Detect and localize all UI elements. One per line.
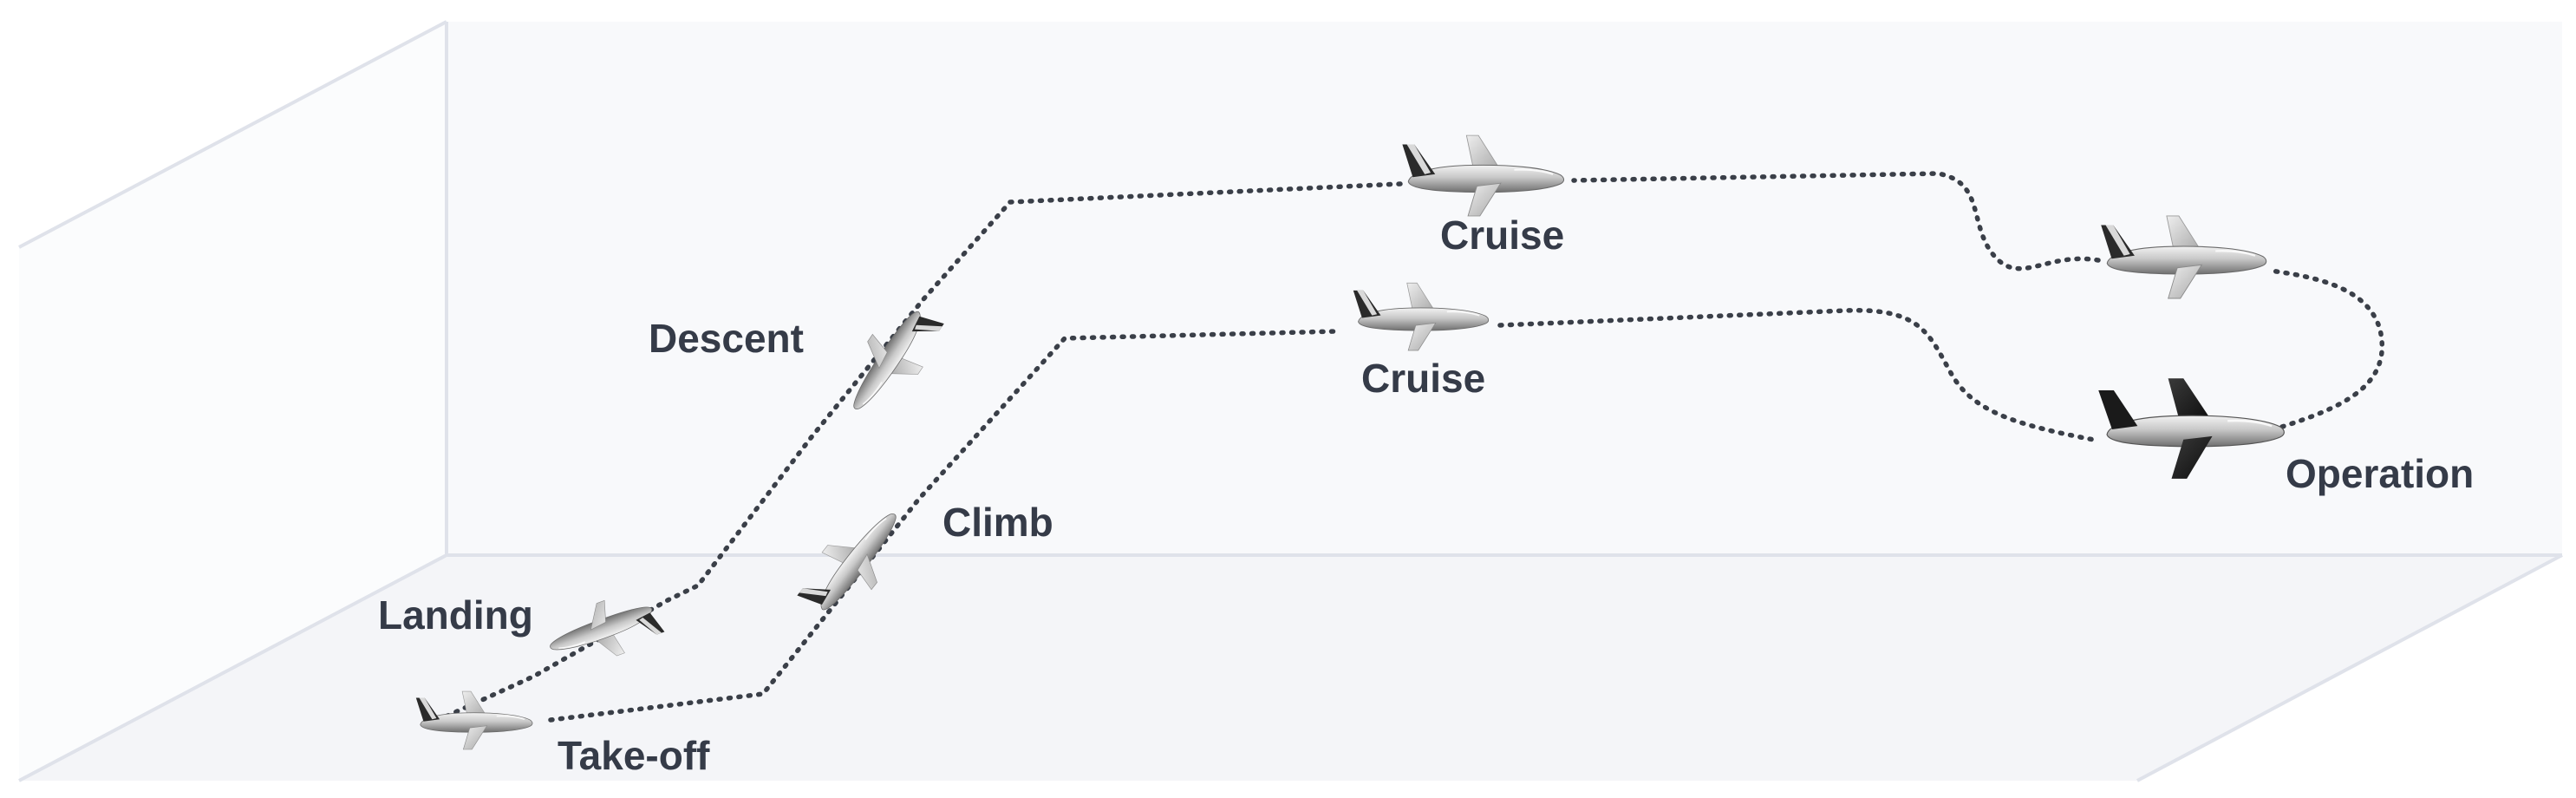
operation-loop-path <box>2267 268 2384 429</box>
scene-box <box>18 20 2563 782</box>
phase-labels: Take-off Climb Cruise Operation Cruise D… <box>378 213 2474 778</box>
left-wall <box>19 22 447 781</box>
box-edges <box>18 20 2563 782</box>
label-descent: Descent <box>649 316 804 361</box>
label-cruise-outbound: Cruise <box>1361 356 1485 401</box>
outbound-flight-path <box>548 308 2101 723</box>
label-take-off: Take-off <box>558 733 710 778</box>
label-landing: Landing <box>378 592 533 638</box>
label-operation: Operation <box>2286 451 2474 496</box>
floor <box>19 555 2562 781</box>
back-wall <box>447 22 2562 555</box>
label-cruise-return: Cruise <box>1440 213 1564 258</box>
flight-paths <box>440 171 2384 723</box>
label-climb: Climb <box>942 500 1053 545</box>
return-flight-path <box>440 171 2101 721</box>
